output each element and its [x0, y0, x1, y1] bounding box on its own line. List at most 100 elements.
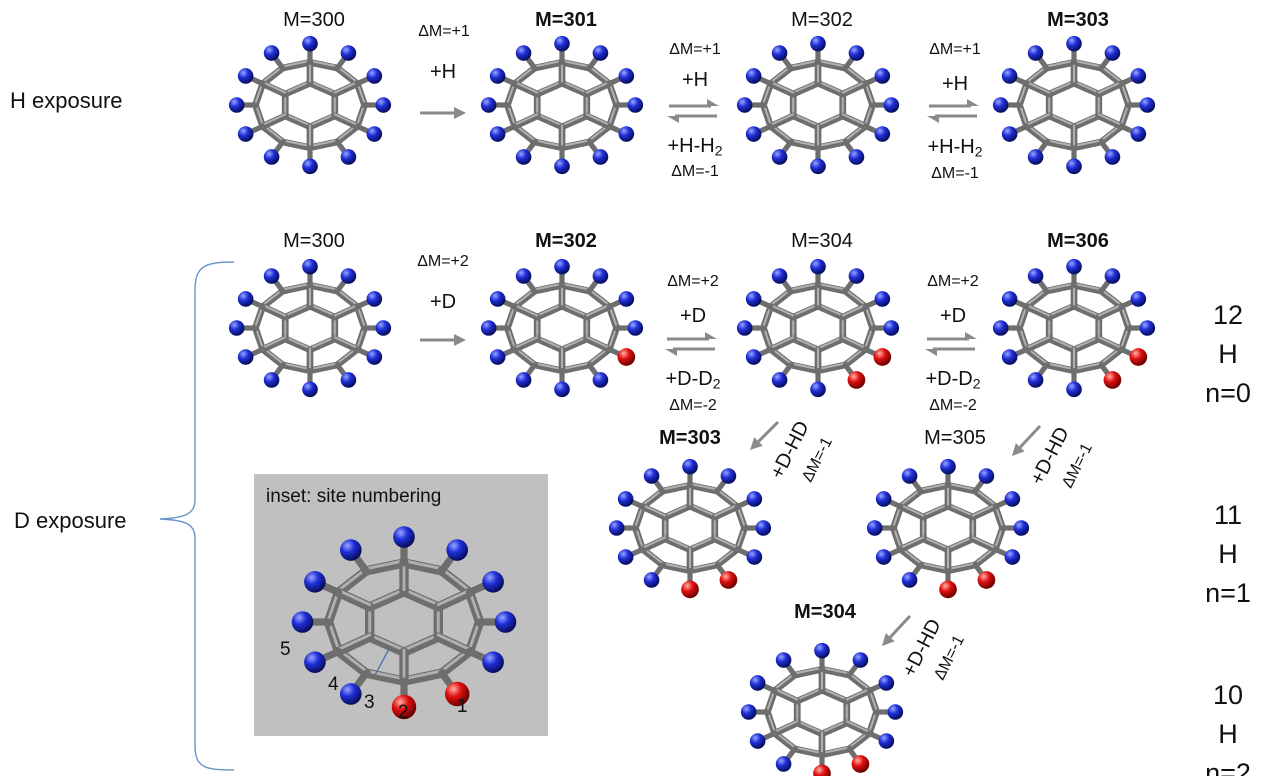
carbon-bond: [531, 361, 566, 375]
carbon-bond: [1070, 79, 1103, 98]
hydrogen-atom: [1027, 372, 1044, 388]
hydrogen-atom: [745, 126, 762, 142]
carbon-bond: [919, 535, 952, 554]
hydrogen-atom: [592, 372, 609, 388]
carbon-bond-highlight: [1045, 282, 1076, 291]
hydrogen-atom: [339, 683, 362, 705]
carbon-bond-highlight: [841, 304, 867, 317]
carbon-bond: [259, 122, 287, 146]
carbon-bond-highlight: [336, 288, 359, 307]
carbon-bond: [814, 281, 849, 295]
carbon-bond: [845, 729, 873, 753]
hydrogen-atom: [608, 520, 625, 536]
carbon-bond: [791, 745, 826, 759]
hydrogen-atom: [304, 571, 326, 593]
reagent-label: +H: [429, 61, 457, 83]
molecule-m302-d: [480, 258, 644, 398]
carbon-bond-highlight: [1072, 59, 1103, 68]
carbon-bond: [1045, 335, 1078, 354]
carbon-bond: [1097, 345, 1125, 369]
deuterium-count-label: n=1: [1205, 578, 1251, 609]
carbon-bond: [259, 112, 289, 130]
hydrogen-atom: [482, 571, 504, 593]
carbon-bond: [365, 632, 409, 657]
hydrogen-atom: [1027, 45, 1044, 61]
hydrogen-atom: [746, 491, 763, 507]
molecule-m304-d: [736, 258, 900, 398]
carbon-bond: [841, 64, 869, 88]
carbon-bond-highlight: [773, 688, 799, 701]
carbon-bond-highlight: [820, 687, 848, 701]
reagent-label: +D: [429, 291, 457, 313]
hydrogen-atom: [1066, 258, 1082, 275]
hydrogen-atom: [494, 611, 517, 633]
carbon-bond-highlight: [1048, 113, 1076, 127]
carbon-bond: [259, 64, 287, 88]
delta-m-label: ΔM=+1: [669, 41, 721, 58]
carbon-bond: [767, 122, 795, 146]
hydrogen-atom: [263, 149, 280, 165]
carbon-bond-highlight: [816, 303, 844, 317]
carbon-bond: [511, 287, 539, 311]
hydrogen-atom: [745, 291, 762, 307]
hydrogen-atom: [366, 126, 383, 142]
carbon-bond: [897, 503, 927, 521]
hydrogen-atom: [643, 572, 660, 588]
deuterium-atom: [719, 571, 738, 589]
carbon-bond-highlight: [793, 666, 824, 675]
carbon-bond-highlight: [585, 113, 611, 126]
carbon-bond: [843, 687, 873, 705]
carbon-bond: [585, 122, 613, 146]
equilibrium-arrow: [925, 332, 977, 356]
carbon-bond-highlight: [585, 336, 611, 349]
hydrogen-atom: [901, 468, 918, 484]
hydrogen-atom: [878, 733, 895, 749]
carbon-bond-highlight: [1097, 81, 1123, 94]
carbon-bond: [533, 335, 566, 354]
carbon-bond: [1097, 64, 1125, 88]
carbon-bond-highlight: [974, 488, 997, 507]
carbon-bond-highlight: [513, 336, 539, 349]
molecule-m303-h: [992, 35, 1156, 175]
carbon-bond: [1095, 335, 1125, 353]
carbon-bond: [789, 112, 822, 131]
carbon-bond: [583, 112, 613, 130]
carbon-bond: [919, 502, 952, 521]
reagent-label: +H: [941, 73, 969, 95]
carbon-bond-highlight: [1045, 139, 1076, 148]
carbon-bond-highlight: [793, 746, 824, 755]
deuterium-atom: [813, 764, 831, 776]
hydrogen-count-label: 12 H: [1212, 300, 1244, 370]
hydrogen-count-label: 10 H: [1212, 680, 1244, 750]
carbon-bond: [1070, 361, 1105, 375]
carbon-bond: [969, 503, 999, 521]
carbon-bond: [789, 335, 822, 354]
carbon-bond: [897, 535, 927, 553]
carbon-bond: [767, 112, 797, 130]
carbon-bond-highlight: [281, 59, 312, 68]
diagonal-arrow: [750, 420, 780, 450]
carbon-bond: [639, 545, 667, 569]
hydrogen-atom: [340, 372, 357, 388]
hydrogen-atom: [228, 320, 245, 336]
carbon-bond: [789, 79, 822, 98]
carbon-bond: [511, 112, 541, 130]
carbon-bond-highlight: [946, 503, 974, 517]
hydrogen-atom: [263, 268, 280, 284]
carbon-bond-highlight: [820, 746, 851, 755]
carbon-bond: [333, 587, 375, 612]
carbon-bond-highlight: [661, 562, 692, 571]
carbon-bond-highlight: [261, 288, 284, 307]
deuterium-atom: [847, 371, 866, 389]
hydrogen-atom: [1001, 126, 1018, 142]
carbon-bond: [818, 665, 853, 679]
side-label-n2: 10 H n=2: [1205, 676, 1251, 776]
carbon-bond-highlight: [308, 362, 339, 371]
carbon-bond-highlight: [1025, 113, 1051, 126]
delta-m-label: ΔM=+1: [418, 23, 470, 40]
carbon-bond-highlight: [560, 59, 591, 68]
carbon-bond-highlight: [1025, 81, 1051, 94]
equilibrium-arrow: [665, 332, 717, 356]
carbon-bond-highlight: [946, 562, 977, 571]
carbon-bond: [1097, 287, 1125, 311]
